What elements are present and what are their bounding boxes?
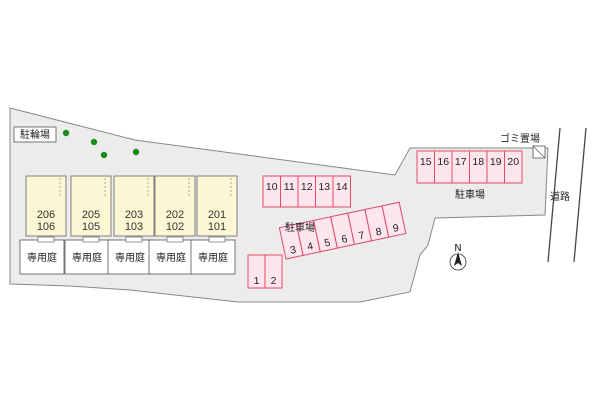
parking-space-17-label: 17 (455, 156, 467, 168)
unit-upper-number: 203 (125, 209, 143, 221)
unit-upper-number: 206 (37, 209, 55, 221)
building-block (196, 175, 238, 237)
private-garden (64, 239, 110, 275)
building-block (113, 175, 155, 237)
bicycle-parking-box (13, 126, 57, 143)
parking-row-10-14: 10 11 12 13 14 (262, 175, 351, 208)
parking-space-14-label: 14 (336, 181, 348, 193)
parking-space-13-label: 13 (318, 181, 330, 193)
private-garden (19, 239, 65, 275)
parking-space-2-label: 2 (271, 275, 277, 287)
private-garden-label: 専用庭 (198, 251, 228, 264)
parking-space-3-label: 3 (289, 244, 297, 257)
unit-lower-number: 105 (82, 221, 100, 233)
parking-space-7-label: 7 (357, 229, 365, 242)
private-garden-label: 専用庭 (27, 251, 57, 264)
unit-upper-number: 205 (82, 209, 100, 221)
unit-upper-number: 202 (166, 209, 184, 221)
unit-lower-number: 101 (208, 221, 226, 233)
parking-row-15-20: 15 16 17 18 19 20 (416, 150, 523, 184)
garden-step (82, 236, 100, 243)
road-line-left (547, 127, 561, 263)
parking-space-10-label: 10 (266, 181, 278, 193)
road-line-right (573, 127, 587, 263)
bicycle-parking-label: 駐輪場 (20, 128, 50, 141)
unit-upper-number: 201 (208, 209, 226, 221)
parking-space-11-label: 11 (284, 181, 295, 193)
garden-step (166, 236, 184, 243)
unit-lower-number: 103 (125, 221, 143, 233)
road-label: 道路 (550, 190, 570, 203)
units-group: 206106専用庭205105専用庭203103専用庭202102専用庭2011… (19, 175, 238, 275)
unit-lower-number: 102 (166, 221, 184, 233)
parking-label-right: 駐車場 (455, 188, 485, 201)
private-garden-label: 専用庭 (72, 251, 102, 264)
tree-3 (100, 151, 108, 159)
parking-space-2 (264, 254, 283, 289)
parking-space-18-label: 18 (472, 156, 484, 168)
garden-step (125, 236, 143, 243)
tree-4 (132, 148, 140, 156)
parking-space-4-label: 4 (306, 240, 314, 253)
parking-space-5-label: 5 (323, 237, 331, 250)
tree-2 (90, 138, 98, 146)
building-block (70, 175, 112, 237)
building-block (154, 175, 196, 237)
garden-step (37, 236, 55, 243)
parking-label-center: 駐車場 (285, 221, 315, 234)
garbage-box-mark (532, 145, 546, 159)
building-block (25, 175, 67, 237)
parking-space-20-label: 20 (507, 156, 519, 168)
north-arrow: N (449, 243, 467, 271)
parking-space-9-label: 9 (392, 222, 400, 235)
parking-space-14 (332, 175, 351, 208)
north-label: N (454, 243, 461, 254)
garden-step (208, 236, 226, 243)
parking-space-6-label: 6 (340, 233, 348, 246)
private-garden-label: 専用庭 (115, 251, 145, 264)
parking-space-19-label: 19 (490, 156, 502, 168)
unit-lower-number: 106 (37, 221, 55, 233)
parking-space-20 (504, 150, 523, 184)
private-garden (190, 239, 236, 275)
private-garden-label: 専用庭 (156, 251, 186, 264)
parking-space-9 (381, 201, 407, 238)
parking-space-15-label: 15 (420, 156, 432, 168)
private-garden (107, 239, 153, 275)
garbage-label: ゴミ置場 (500, 132, 540, 145)
tree-1 (62, 129, 70, 137)
parking-space-12-label: 12 (301, 181, 313, 193)
parking-space-16-label: 16 (437, 156, 449, 168)
parking-space-8-label: 8 (375, 226, 383, 239)
parking-space-1-label: 1 (254, 275, 260, 287)
